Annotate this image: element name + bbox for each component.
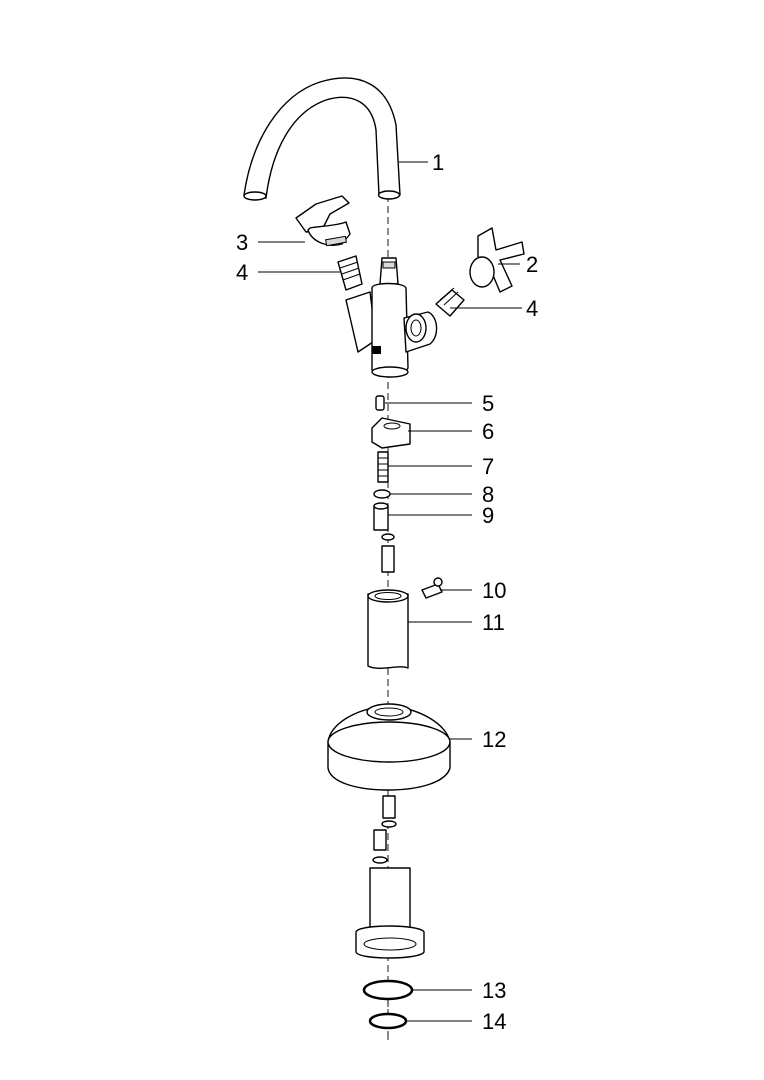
leader-lines <box>258 161 522 1022</box>
part-7-spindle <box>377 451 389 483</box>
callout-4-right: 4 <box>526 296 538 321</box>
callout-2: 2 <box>526 252 538 277</box>
o-ring-small <box>381 533 395 541</box>
part-4-cartridge-left <box>337 255 363 291</box>
part-4-cartridge-right <box>435 287 465 317</box>
connector-small <box>381 545 395 573</box>
callout-4-left: 4 <box>236 260 248 285</box>
callout-7: 7 <box>482 454 494 479</box>
callout-10: 10 <box>482 578 506 603</box>
callout-9: 9 <box>482 503 494 528</box>
part-2-handle-right <box>469 227 525 293</box>
callout-14: 14 <box>482 1009 506 1034</box>
part-6-block <box>371 417 411 449</box>
part-1-spout <box>243 77 401 201</box>
part-13-o-ring <box>362 979 414 1001</box>
mounting-shank <box>355 867 425 959</box>
part-5-pin <box>375 395 385 411</box>
part-11-column <box>367 589 409 669</box>
part-3-handle-left <box>295 195 351 247</box>
callout-11: 11 <box>482 610 505 635</box>
part-9-sleeve <box>373 502 389 531</box>
part-12-flange <box>327 703 451 791</box>
lower-fittings <box>372 795 397 864</box>
callout-3: 3 <box>236 230 248 255</box>
part-8-washer <box>373 489 391 499</box>
callout-12: 12 <box>482 727 506 752</box>
part-14-gasket <box>368 1012 408 1030</box>
tap-body <box>345 257 438 378</box>
callout-1: 1 <box>432 150 444 175</box>
callout-5: 5 <box>482 391 494 416</box>
callout-13: 13 <box>482 978 506 1003</box>
callout-8: 8 <box>482 482 494 507</box>
callout-6: 6 <box>482 419 494 444</box>
part-10-screw <box>421 577 443 599</box>
